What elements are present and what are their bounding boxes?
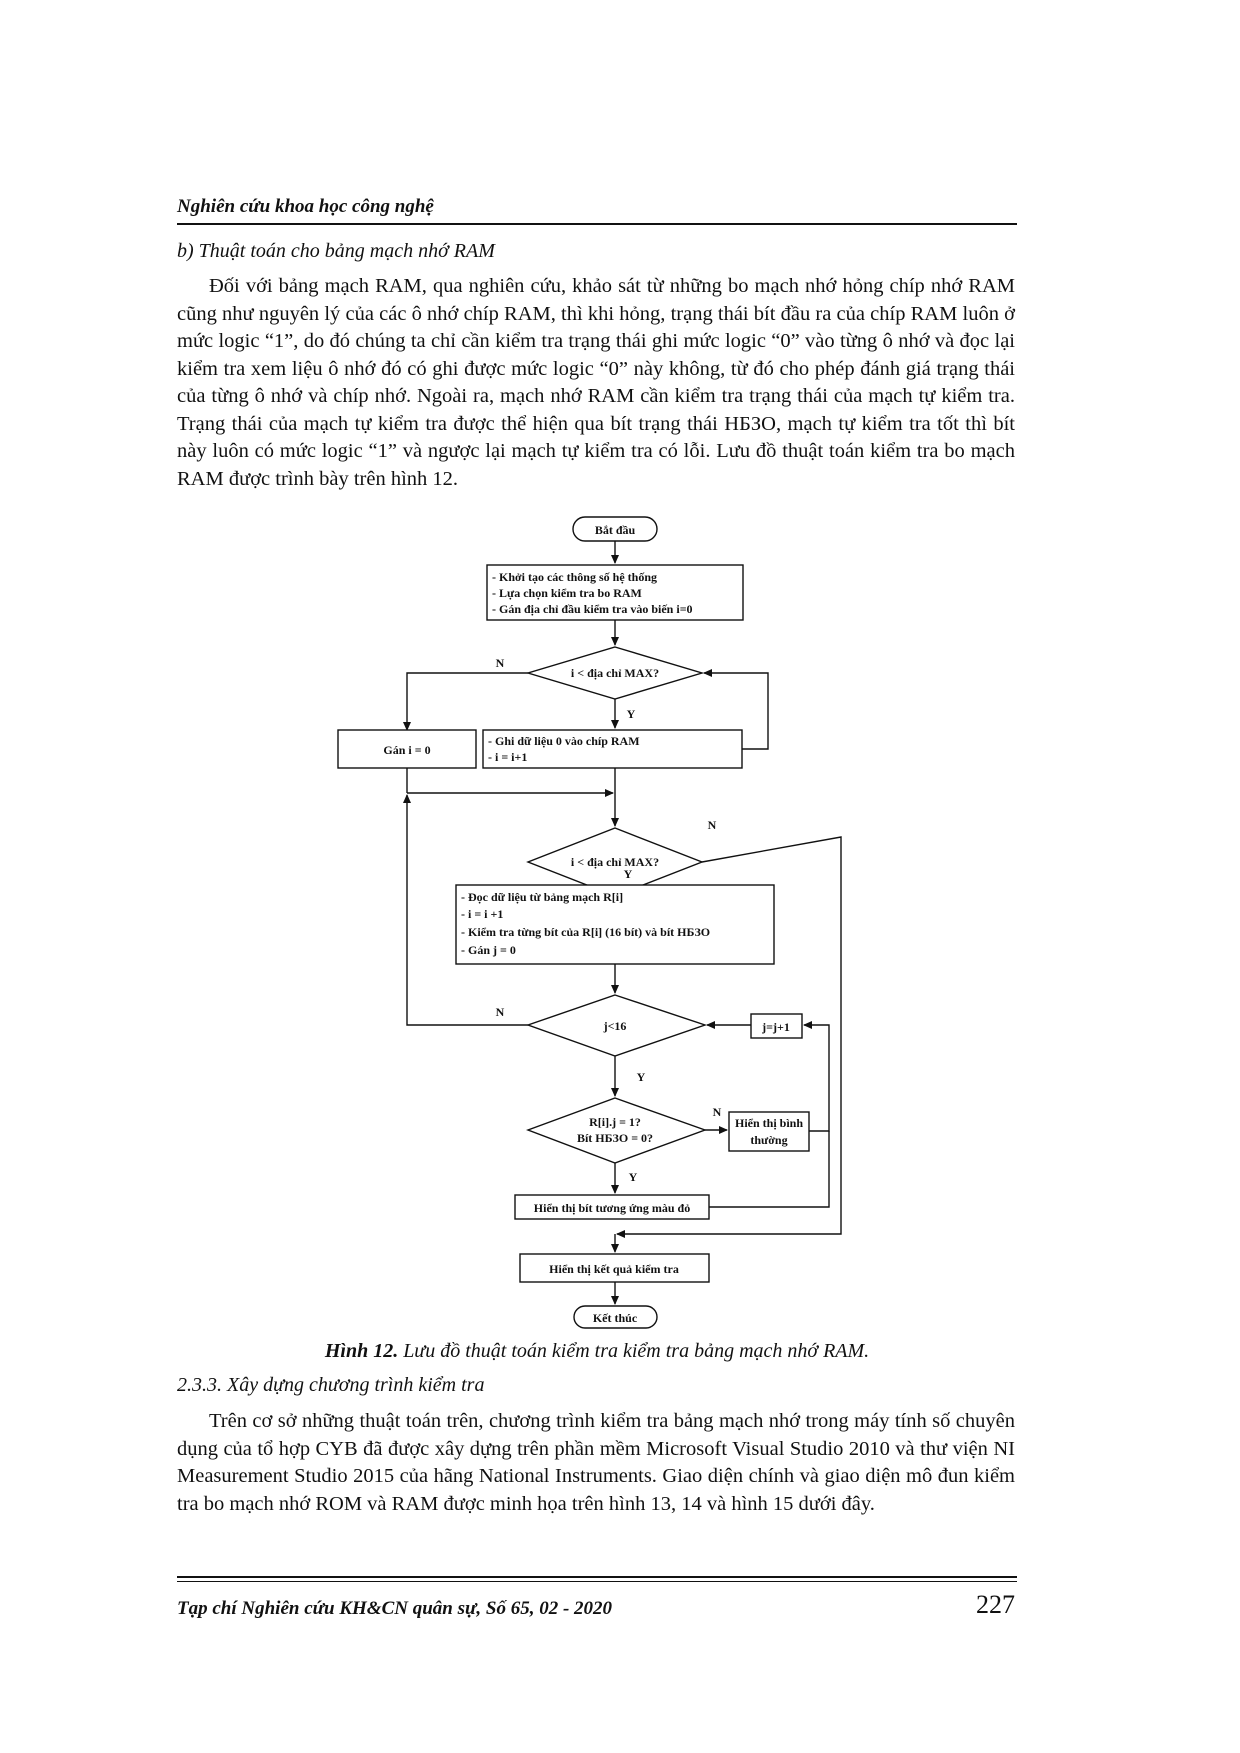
header-rule [177,223,1017,225]
assign-i-box [337,729,477,769]
cond3-yes-label: Y [637,1070,646,1084]
init-line-2: - Lựa chọn kiểm tra bo RAM [492,586,642,600]
end-label: Kết thúc [593,1311,638,1325]
subsection-heading: 2.3.3. Xây dựng chương trình kiểm tra [177,1374,485,1396]
arrow-cond3-no [403,794,528,1026]
running-header: Nghiên cứu khoa học công nghệ [177,196,434,217]
display-result-box [519,1253,710,1283]
cond1-no-label: N [496,656,505,670]
cond4-line-1: R[i].j = 1? [589,1115,641,1129]
cond1-label: i < địa chỉ MAX? [571,666,659,680]
read-line-2: - i = i +1 [461,907,503,921]
footer-rule-thin [177,1581,1017,1582]
incr-j-label: j=j+1 [761,1020,790,1034]
cond3-label: j<16 [603,1019,627,1033]
assign-i-label: Gán i = 0 [383,743,430,757]
figure-caption: Hình 12. Lưu đồ thuật toán kiểm tra kiểm… [177,1340,1017,1363]
arrow-normal-incr [803,1021,830,1132]
cond4-no-label: N [713,1105,722,1119]
arrow-cond2-no [616,836,842,1238]
cond3-no-label: N [496,1005,505,1019]
red-label: Hiển thị bít tương ứng màu đỏ [534,1201,690,1215]
read-line-3: - Kiểm tra từng bít của R[i] (16 bít) và… [461,925,710,939]
footer-rule-thick [177,1576,1017,1578]
start-label: Bắt đầu [595,523,636,537]
cond2-yes-label: Y [624,867,633,881]
init-box [486,564,744,621]
cond1-yes-label: Y [627,707,636,721]
display-red-box [514,1194,710,1220]
read-line-4: - Gán j = 0 [461,943,516,957]
footer-journal: Tạp chí Nghiên cứu KH&CN quân sự, Số 65,… [177,1598,613,1619]
caption-text: Lưu đồ thuật toán kiểm tra kiểm tra bảng… [403,1340,870,1362]
body-paragraph-2: Trên cơ sở những thuật toán trên, chương… [177,1410,1015,1515]
cond4-line-2: Bít НБЗО = 0? [577,1131,653,1145]
init-line-1: - Khởi tạo các thông số hệ thống [492,570,657,584]
result-label: Hiển thị kết quả kiểm tra [549,1262,679,1276]
write-line-1: - Ghi dữ liệu 0 vào chíp RAM [488,734,640,748]
normal-line-1: Hiển thị bình [735,1116,803,1130]
write-line-2: - i = i+1 [488,750,527,764]
normal-line-2: thường [750,1133,787,1147]
init-line-3: - Gán địa chỉ đầu kiểm tra vào biến i=0 [492,602,693,616]
increment-j-box [750,1013,803,1039]
flowchart-diagram: Bắt đầu - Khởi tạo các thông số hệ thống… [337,516,842,1329]
end-terminal [573,1305,658,1329]
read-line-1: - Đọc dữ liệu từ bảng mạch R[i] [461,890,623,904]
cond4-yes-label: Y [629,1170,638,1184]
caption-label: Hình 12. [324,1340,399,1362]
section-subheading: b) Thuật toán cho bảng mạch nhớ RAM [177,240,495,262]
page-number: 227 [976,1590,1015,1619]
arrow-cond1-no [403,672,528,731]
body-paragraph-1: Đối với bảng mạch RAM, qua nghiên cứu, k… [177,275,1015,490]
line-red-loop [709,1131,830,1208]
arrow-loop-write [703,669,769,750]
cond2-label: i < địa chỉ MAX? [571,855,659,869]
cond2-no-label: N [708,818,717,832]
